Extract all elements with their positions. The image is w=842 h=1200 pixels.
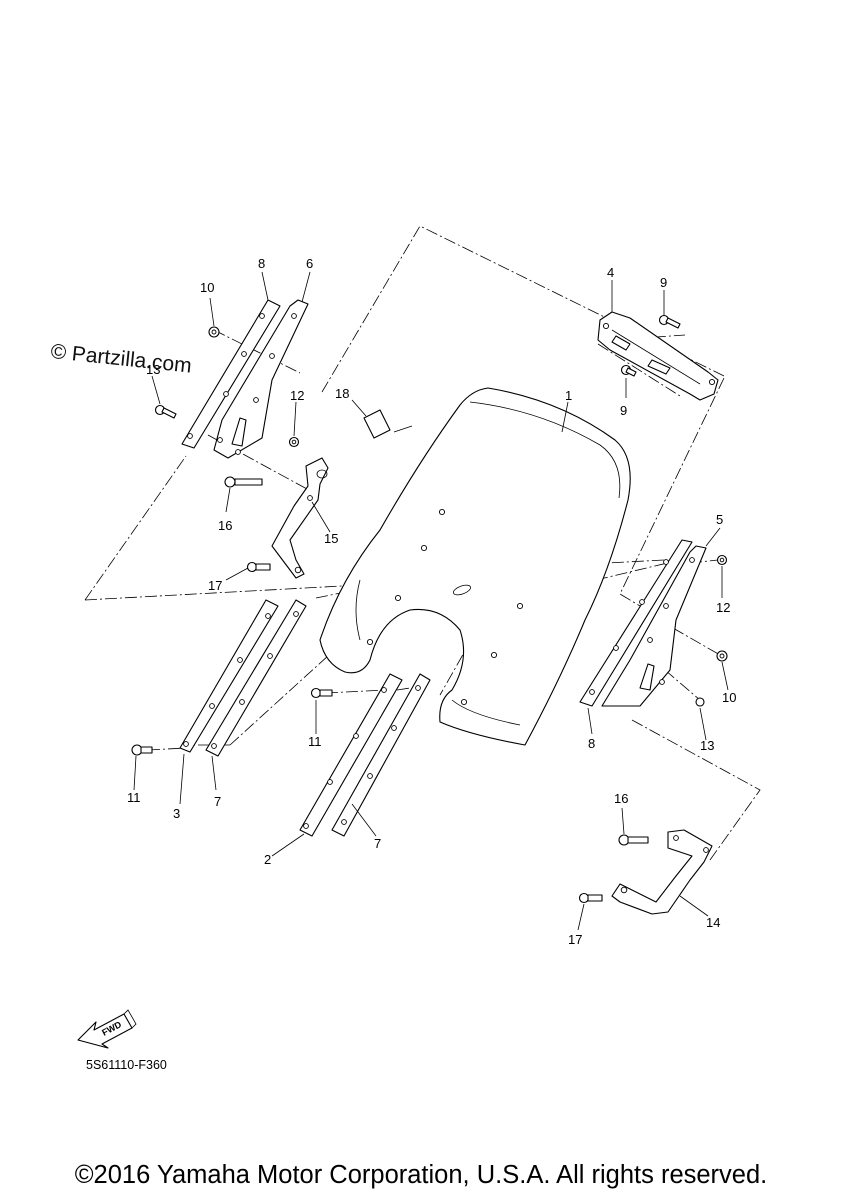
callout-16: 16: [218, 518, 232, 533]
strip-lower-left: [179, 599, 307, 757]
callout-7: 7: [214, 794, 221, 809]
callout-10: 10: [722, 690, 736, 705]
callout-6: 6: [306, 256, 313, 271]
windshield-part: [319, 387, 631, 746]
callout-10: 10: [200, 280, 214, 295]
callout-17: 17: [568, 932, 582, 947]
callout-13: 13: [700, 738, 714, 753]
bracket-part-4: [597, 311, 719, 401]
callout-leaders: [133, 271, 729, 931]
callout-15: 15: [324, 531, 338, 546]
callout-9: 9: [620, 403, 627, 418]
fwd-arrow-icon: FWD: [77, 1009, 137, 1049]
callout-16: 16: [614, 791, 628, 806]
callout-12: 12: [290, 388, 304, 403]
strip-lower-middle: [299, 673, 431, 837]
callout-8: 8: [588, 736, 595, 751]
fasteners: [131, 314, 728, 904]
callout-1: 1: [565, 388, 572, 403]
callout-3: 3: [173, 806, 180, 821]
callout-7: 7: [374, 836, 381, 851]
diagram-code: 5S61110-F360: [86, 1058, 167, 1072]
pad-part-18: [363, 409, 413, 439]
bracket-right: [579, 539, 707, 707]
callout-4: 4: [607, 265, 614, 280]
callout-9: 9: [660, 275, 667, 290]
callout-12: 12: [716, 600, 730, 615]
callout-18: 18: [335, 386, 349, 401]
callout-2: 2: [264, 852, 271, 867]
callout-11: 11: [308, 734, 322, 749]
callout-17: 17: [208, 578, 222, 593]
copyright-notice: ©2016 Yamaha Motor Corporation, U.S.A. A…: [74, 1161, 768, 1189]
callout-13: 13: [146, 362, 160, 377]
stay-part-14: [611, 829, 713, 915]
callout-numbers: 1 4 9 9 8 6 10 13 12 18 16 15 17 5 12 10…: [127, 256, 736, 947]
stay-part-15: [271, 457, 329, 579]
callout-11: 11: [127, 790, 141, 805]
callout-8: 8: [258, 256, 265, 271]
callout-14: 14: [706, 915, 720, 930]
bracket-upper-left: [181, 299, 309, 459]
callout-5: 5: [716, 512, 723, 527]
